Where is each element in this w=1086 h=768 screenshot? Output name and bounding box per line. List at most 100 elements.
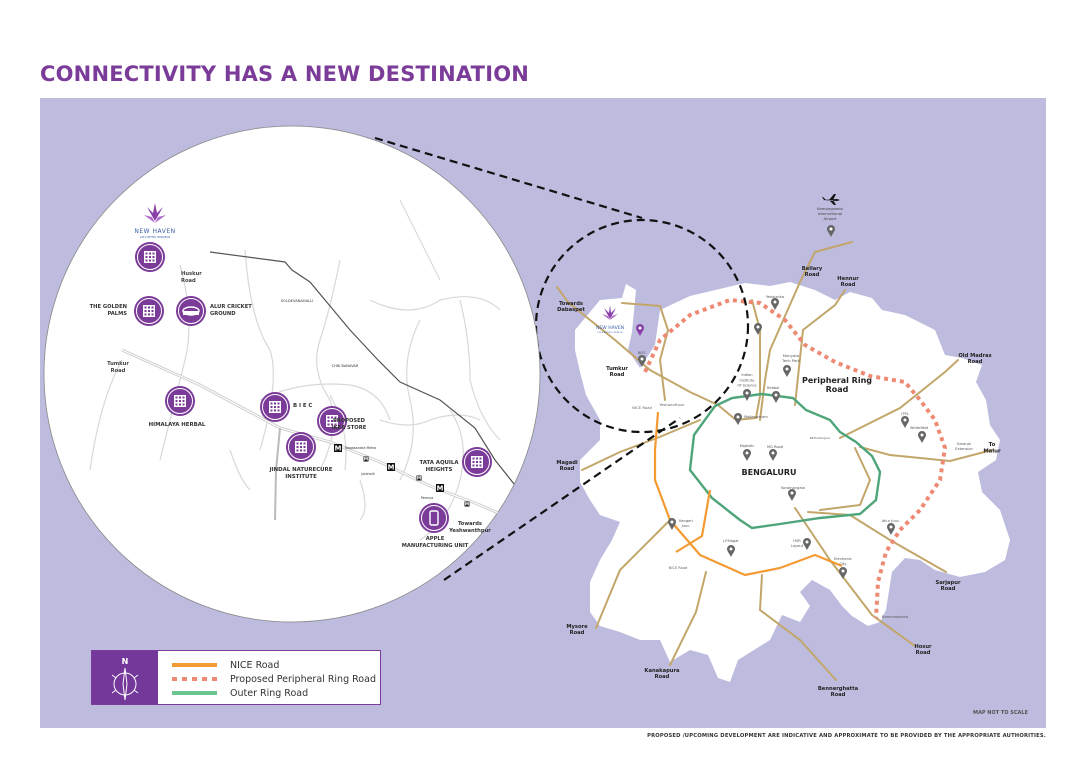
location-pin-icon — [887, 523, 895, 535]
main-labels-label-line: Indian — [741, 373, 752, 377]
main-labels-label-line: Kengeri — [679, 519, 693, 523]
location-pin-icon — [743, 449, 751, 461]
brand-name: NEW HAVEN — [134, 228, 175, 235]
main-labels-label-line: Tumkur — [606, 366, 628, 372]
main-labels-label-line: BIEC — [638, 351, 647, 355]
main-labels-label-line: NICE Road — [632, 405, 652, 410]
main-labels-label-line: Towards — [559, 301, 583, 307]
metro-station-icon: M — [416, 475, 422, 482]
inset-labels-label-line: Jalahalli — [360, 472, 374, 476]
outer-ring-road-swatch — [172, 691, 217, 695]
mysore-road — [595, 521, 669, 629]
main-labels-label-line: J.P.Nagar — [722, 539, 739, 543]
office-building-icon — [286, 432, 316, 462]
location-pin-icon — [918, 431, 926, 443]
location-pin-icon — [754, 323, 762, 335]
location-pin-icon — [772, 391, 780, 403]
main-labels-label-line: Hosur — [914, 644, 932, 650]
main-labels-label-line: Dabaspet — [557, 307, 585, 313]
inset-labels-label-line: APPLE — [426, 536, 445, 542]
main-labels-label-line: International — [818, 211, 842, 216]
main-labels-label: Yeshwanthpur — [659, 403, 685, 407]
main-labels-label-line: ITPL — [901, 412, 908, 416]
inset-link-road — [274, 427, 281, 521]
inset-labels-label-line: PROPOSED — [333, 418, 366, 424]
inset-labels-label-line: Peenya — [421, 496, 433, 500]
main-labels-label-line: Hebbal — [767, 386, 780, 390]
smartphone-icon — [419, 503, 449, 533]
location-pin-icon — [743, 389, 751, 401]
brand-flower-icon — [602, 305, 618, 320]
inset-labels-label-line: Road — [181, 278, 196, 284]
east-link-road — [819, 447, 872, 511]
main-labels-label-line: Road — [570, 630, 585, 636]
main-labels-label: BIEC — [638, 351, 647, 355]
metro-letter: M — [335, 445, 342, 453]
location-pin-icon — [771, 298, 779, 310]
main-labels-label-line: NICE Road — [669, 566, 688, 570]
brand-tagline: LIVE A BETTER TOMORROW — [598, 331, 623, 334]
inset-labels-label-line: Towards — [458, 521, 482, 527]
location-pin-icon — [788, 489, 796, 501]
inset-circle — [43, 125, 541, 623]
location-pin-icon — [636, 324, 644, 336]
inset-labels-label: Jalahalli — [360, 472, 374, 476]
hotel-building-icon — [134, 296, 164, 326]
inset-labels-label-line: ALUR CRICKET — [210, 304, 252, 310]
airport-airplane-icon — [822, 194, 840, 205]
main-labels-label: Whitefield — [910, 426, 928, 430]
major-roads — [556, 241, 993, 681]
main-labels-label-line: MG Road — [767, 445, 783, 449]
main-labels-label: ITPL — [901, 412, 908, 416]
main-labels-label-line: Junc. — [681, 524, 691, 528]
inset-landmark-icons — [134, 242, 492, 533]
main-labels-label-line: Electronic — [834, 557, 852, 561]
inset-map — [43, 125, 541, 623]
main-labels-label: Hebbal — [767, 386, 780, 390]
metro-station-icon: M — [464, 501, 470, 508]
callout-line-bottom — [443, 417, 681, 581]
inset-labels-label-line: Road — [111, 368, 126, 374]
main-labels-label-line: Magadi — [556, 460, 578, 466]
inset-labels-label: Nagasandra Metro — [345, 446, 376, 450]
hennur-road — [794, 289, 846, 406]
location-pin-icon — [783, 365, 791, 377]
new-haven-logo-main: NEW HAVEN LIVE A BETTER TOMORROW — [596, 305, 624, 334]
main-labels-label-line: Hennur — [837, 276, 859, 282]
metro-letter: M — [417, 476, 421, 482]
main-labels-label-line: Of Science — [737, 384, 757, 388]
nice-road-swatch — [172, 663, 217, 667]
location-pin-icon — [901, 416, 909, 428]
location-pin-icon — [803, 538, 811, 550]
inset-labels-label-line: CHIK BANAVAR — [332, 364, 359, 368]
brand-tagline: LIVE A BETTER TOMORROW — [140, 236, 171, 239]
furniture-store-icon — [317, 406, 347, 436]
main-labels-label-line: Majestic — [740, 444, 755, 448]
location-pin-icon — [839, 567, 847, 579]
metro-letter: M — [465, 502, 469, 508]
inset-labels-label-line: THE GOLDEN — [90, 304, 127, 310]
main-labels-label-line: Malleswaram — [744, 415, 768, 419]
residential-building-icon — [135, 242, 165, 272]
main-labels-label-line: Peripheral Ring — [802, 376, 872, 385]
inset-labels-label-line: PALMS — [107, 311, 127, 317]
office-building-icon — [165, 386, 195, 416]
main-labels-label-line: Institute — [740, 378, 756, 382]
main-labels-label-line: Road — [805, 272, 820, 278]
main-labels-label-line: Road — [610, 372, 625, 378]
inset-labels-label-line: HIMALAYA HERBAL — [149, 422, 206, 428]
